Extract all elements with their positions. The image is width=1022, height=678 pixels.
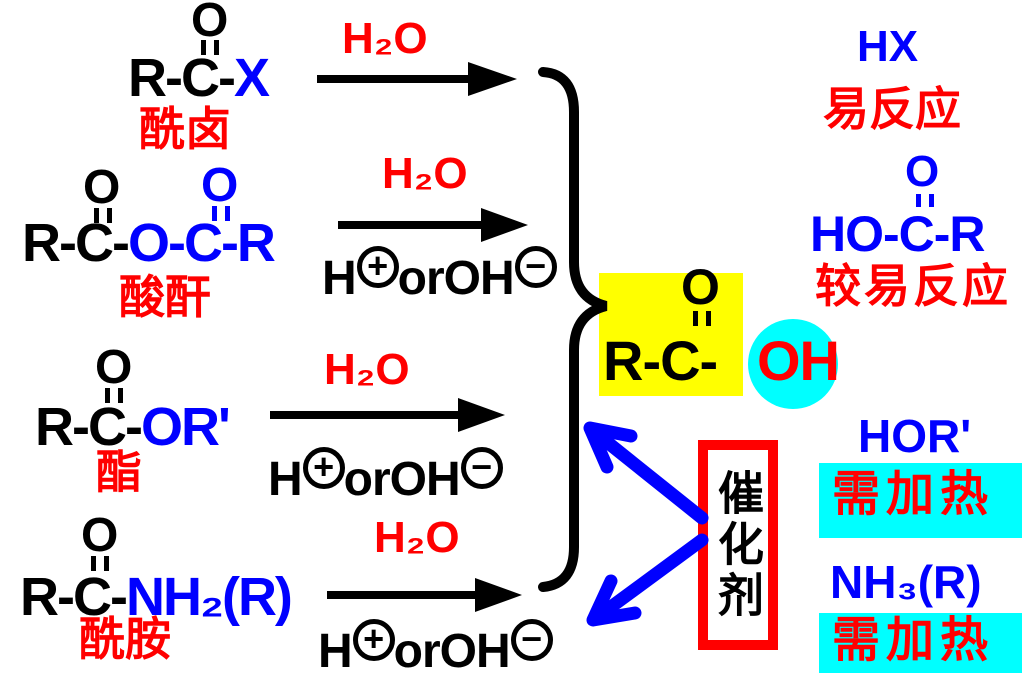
water-reagent: H₂O bbox=[324, 345, 410, 394]
byproduct-acid: HO-C-R bbox=[810, 206, 986, 262]
double-bond-icon bbox=[201, 40, 219, 55]
double-bond-icon bbox=[916, 194, 934, 207]
amide-formula: R-C-NH₂(R) bbox=[20, 567, 293, 627]
acid-carbonyl-oxygen: O bbox=[905, 147, 940, 196]
byproduct-hor: HOR' bbox=[858, 410, 972, 462]
plus-sign: + bbox=[367, 245, 389, 286]
amine-note-highlight bbox=[819, 613, 1022, 673]
minus-circle-icon: − bbox=[460, 446, 503, 489]
minus-sign: − bbox=[521, 618, 543, 659]
water-reagent: H₂O bbox=[342, 14, 428, 63]
reagent-oroh: orOH bbox=[343, 453, 461, 506]
amide-label: 酰胺 bbox=[79, 613, 171, 665]
ester-label: 酯 bbox=[96, 446, 142, 498]
reagent-oroh: orOH bbox=[393, 625, 511, 678]
formula-blue: NH₂(R) bbox=[125, 567, 293, 627]
amine-heating-note: 需加热 bbox=[832, 614, 995, 667]
formula-black: R-C- bbox=[35, 397, 143, 457]
water-reagent: H₂O bbox=[374, 513, 460, 562]
catalyst-arrow-down bbox=[593, 533, 709, 622]
acid-base-reagent: H+orOH− bbox=[318, 618, 553, 678]
reagent-oroh: orOH bbox=[397, 252, 515, 305]
reagent-h: H bbox=[268, 453, 303, 506]
double-bond-icon bbox=[105, 388, 123, 403]
hor-heating-note: 需加热 bbox=[832, 468, 995, 521]
catalyst-arrows bbox=[583, 421, 709, 627]
double-bond-icon bbox=[212, 206, 230, 221]
reagent-h: H bbox=[318, 625, 353, 678]
acyl-halide-formula: R-C-X bbox=[128, 48, 270, 108]
arrowhead-icon bbox=[481, 208, 528, 242]
arrowhead-icon bbox=[583, 421, 638, 474]
catalyst-label: 催化剂 bbox=[712, 468, 764, 622]
product-highlight-box bbox=[599, 273, 743, 396]
plus-circle-icon: + bbox=[302, 446, 345, 489]
carbonyl-oxygen: O bbox=[191, 0, 229, 47]
minus-sign: − bbox=[471, 446, 493, 487]
ester-formula: R-C-OR' bbox=[35, 397, 231, 457]
minus-sign: − bbox=[525, 245, 547, 286]
arrowhead-icon bbox=[468, 62, 517, 96]
minus-circle-icon: − bbox=[514, 245, 557, 288]
double-bond-icon bbox=[693, 311, 711, 326]
formula-black: R-C- bbox=[20, 567, 128, 627]
formula-blue: O-C-R bbox=[127, 213, 276, 273]
plus-sign: + bbox=[313, 446, 335, 487]
carbonyl-oxygen: O bbox=[83, 161, 121, 214]
formula-black: R-C- bbox=[22, 213, 130, 273]
brace bbox=[538, 67, 608, 592]
product-formula-black: R-C- bbox=[603, 329, 718, 392]
acyl-halide-label: 酰卤 bbox=[139, 103, 231, 155]
product-carbonyl-oxygen: O bbox=[681, 259, 720, 315]
carbonyl-oxygen: O bbox=[81, 509, 119, 562]
arrowhead-icon bbox=[475, 578, 522, 612]
carbonyl-oxygen: O bbox=[95, 341, 133, 394]
acid-reactivity-note: 较易反应 bbox=[815, 260, 1011, 312]
formula-black: R-C- bbox=[128, 48, 236, 108]
plus-circle-icon: + bbox=[356, 245, 399, 288]
double-bond-icon bbox=[91, 556, 109, 571]
catalyst-box: 催化剂 bbox=[698, 440, 778, 650]
arrowhead-icon bbox=[586, 574, 642, 627]
formula-blue: OR' bbox=[140, 397, 231, 457]
acid-base-reagent: H+orOH− bbox=[268, 446, 503, 506]
product-hydroxyl: OH bbox=[757, 329, 840, 392]
minus-circle-icon: − bbox=[510, 618, 553, 661]
reagent-h: H bbox=[322, 252, 357, 305]
catalyst-arrow-up bbox=[590, 427, 709, 525]
hydroxyl-highlight-circle bbox=[748, 319, 838, 409]
carbonyl-oxygen-blue: O bbox=[201, 159, 239, 212]
byproduct-hx: HX bbox=[857, 22, 919, 71]
arrowhead-icon bbox=[458, 398, 505, 432]
anhydride-label: 酸酐 bbox=[119, 271, 211, 323]
acid-base-reagent: H+orOH− bbox=[322, 245, 557, 305]
double-bond-icon bbox=[94, 208, 112, 223]
byproduct-amine: NH₃(R) bbox=[830, 556, 982, 608]
plus-circle-icon: + bbox=[352, 618, 395, 661]
hx-reactivity-note: 易反应 bbox=[823, 83, 961, 135]
plus-sign: + bbox=[363, 618, 385, 659]
anhydride-formula: R-C-O-C-R bbox=[22, 213, 276, 273]
hor-note-highlight bbox=[819, 463, 1022, 538]
water-reagent: H₂O bbox=[382, 149, 468, 198]
formula-blue: X bbox=[233, 48, 270, 108]
